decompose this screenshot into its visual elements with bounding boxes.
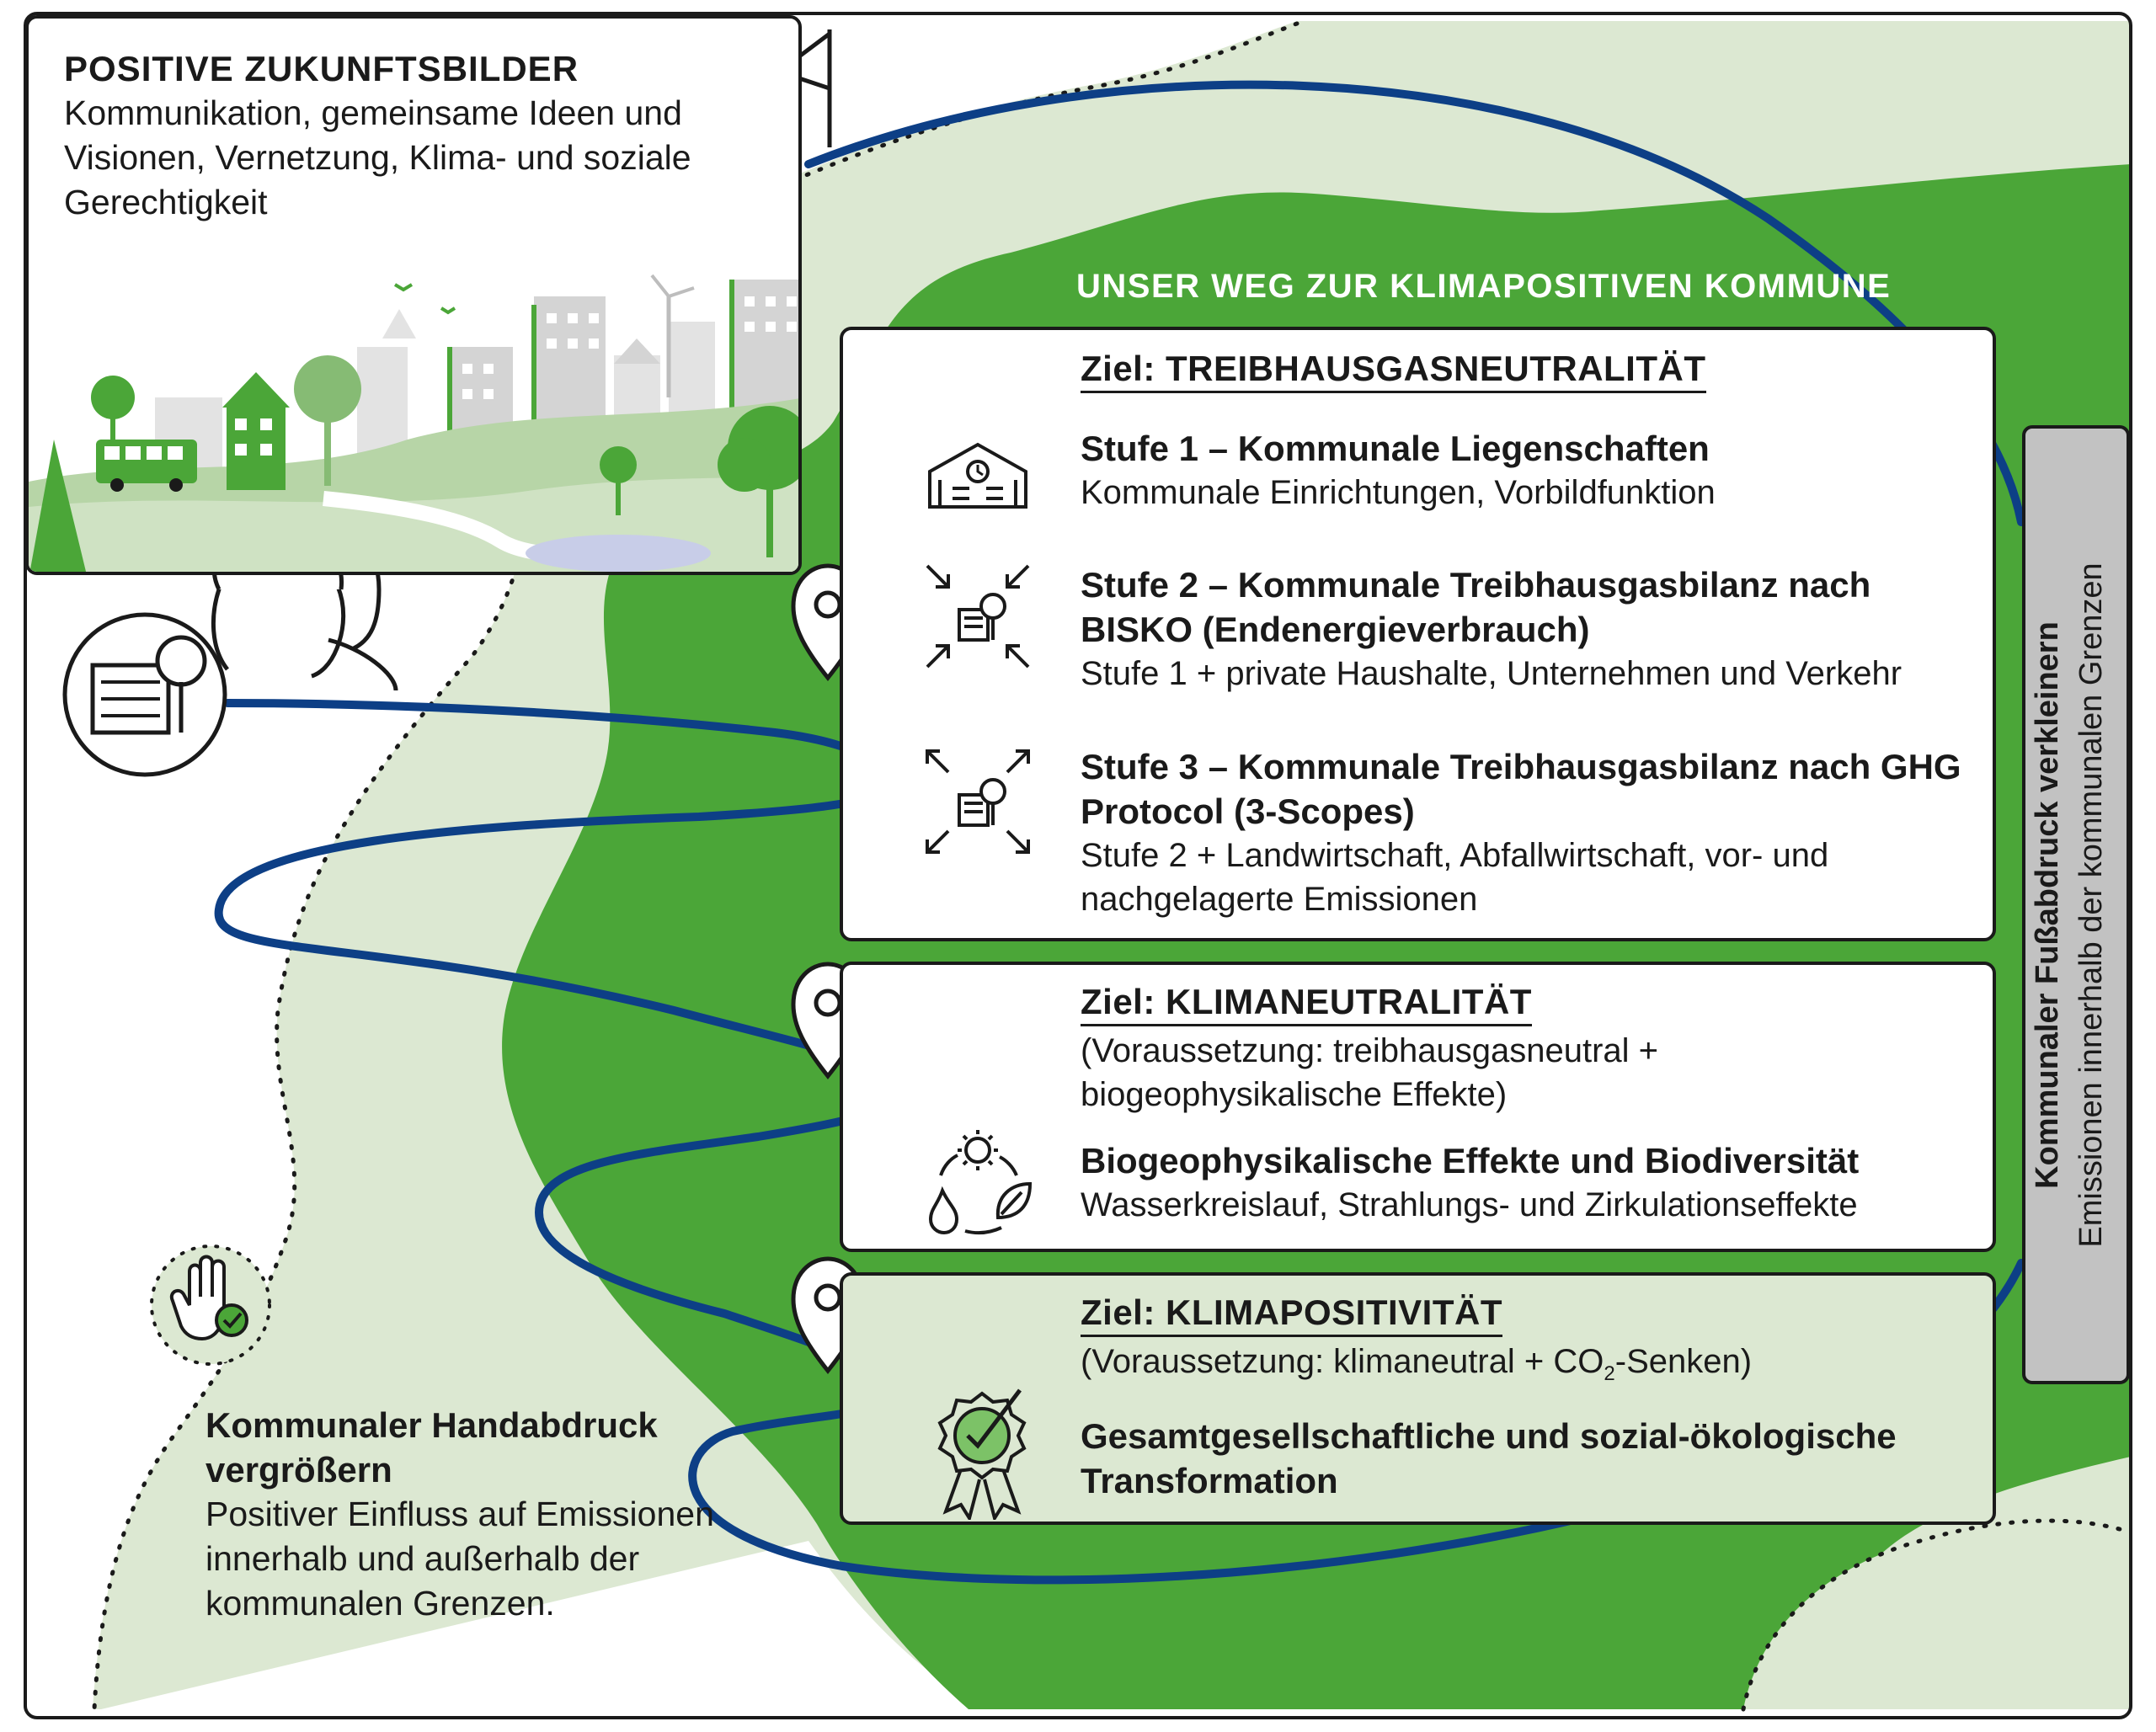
goal1-box: Ziel: TREIBHAUSGASNEUTRALITÄT Stufe 1 – … [840, 327, 1996, 941]
vision-title: POSITIVE ZUKUNFTSBILDER [64, 49, 579, 88]
goal2-prereq: (Voraussetzung: treibhausgasneutral + bi… [1081, 1032, 1658, 1113]
light-green-lump [1743, 1521, 2131, 1709]
footprint-title: Kommunaler Fußabdruck verkleinern [2030, 621, 2065, 1189]
goal2-box: Ziel: KLIMANEUTRALITÄT (Voraussetzung: t… [840, 962, 1996, 1252]
water-sun-leaf-cycle-icon [928, 1130, 1033, 1235]
municipal-building-icon [928, 442, 1027, 509]
hand-check-icon [150, 1244, 271, 1366]
goal1-heading: Ziel: TREIBHAUSGASNEUTRALITÄT [1081, 349, 1706, 393]
transform-title: Gesamtgesellschaftliche und sozial-ökolo… [1081, 1416, 1897, 1500]
arrows-inward-icon [926, 564, 1030, 669]
stage3-title: Stufe 3 – Kommunale Treibhausgasbilanz n… [1081, 747, 1961, 831]
goal2-heading: Ziel: KLIMANEUTRALITÄT [1081, 982, 1532, 1026]
footprint-bar [2022, 425, 2130, 1384]
city-illustration [29, 229, 798, 572]
stage3-desc: Stufe 2 + Landwirtschaft, Abfallwirtscha… [1081, 837, 1829, 918]
footprint-subtitle: Emissionen innerhalb der kommunalen Gren… [2073, 562, 2109, 1248]
vision-box: POSITIVE ZUKUNFTSBILDER Kommunikation, g… [25, 15, 802, 575]
stage1-title: Stufe 1 – Kommunale Liegenschaften [1081, 429, 1710, 468]
arrows-outward-icon [926, 749, 1030, 854]
handprint-block: Kommunaler Handabdruck vergrößern Positi… [205, 1403, 728, 1626]
goal3-prereq: (Voraussetzung: klimaneutral + CO2-Senke… [1081, 1343, 1753, 1385]
goal3-box: Ziel: KLIMAPOSITIVITÄT (Voraussetzung: k… [840, 1272, 1996, 1525]
goal3-heading: Ziel: KLIMAPOSITIVITÄT [1081, 1292, 1502, 1337]
vision-text: Kommunikation, gemeinsame Ideen und Visi… [64, 93, 691, 221]
footprint-label: Kommunaler Fußabdruck verkleinern Emissi… [2025, 428, 2127, 1383]
stage2-desc: Stufe 1 + private Haushalte, Unternehmen… [1081, 655, 1903, 692]
city-tree-icon [62, 612, 227, 777]
stage1-desc: Kommunale Einrichtungen, Vorbildfunktion [1081, 474, 1716, 511]
path-heading: UNSER WEG ZUR KLIMAPOSITIVEN KOMMUNE [1076, 268, 1892, 305]
stage2-title: Stufe 2 – Kommunale Treibhausgasbilanz n… [1081, 565, 1871, 649]
award-badge-icon [937, 1388, 1027, 1520]
effects-title: Biogeophysikalische Effekte und Biodiver… [1081, 1141, 1860, 1180]
handprint-text: Positiver Einfluss auf Emissionen innerh… [205, 1495, 714, 1623]
handprint-title: Kommunaler Handabdruck vergrößern [205, 1405, 658, 1490]
effects-desc: Wasserkreislauf, Strahlungs- und Zirkula… [1081, 1186, 1858, 1223]
